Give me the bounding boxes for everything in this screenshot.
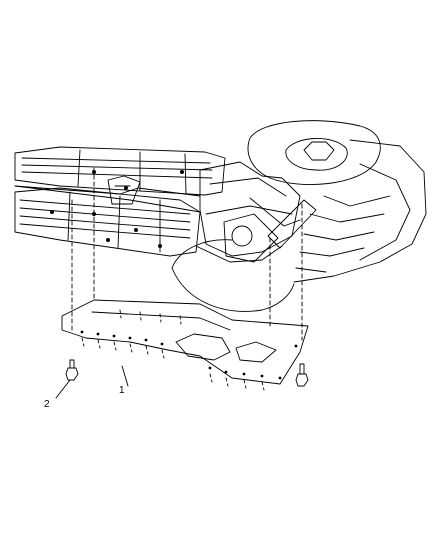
frame-rail [14,175,201,205]
cross-brace [267,199,317,249]
callout-leaders [55,365,129,399]
alignment-lines [71,167,303,341]
bolt-left [65,359,79,381]
spare-wheel [247,120,381,185]
bolt-right [295,363,309,387]
rear-fascia [293,139,427,283]
underbody-panel-upper [14,146,226,196]
panel-fasteners [50,170,184,248]
tire [171,239,295,312]
skid-plate [61,299,309,391]
callout-1: 1 [119,385,125,396]
callout-2: 2 [44,399,50,410]
suspension-assembly [195,161,301,263]
underbody-panel-lower [14,185,201,257]
